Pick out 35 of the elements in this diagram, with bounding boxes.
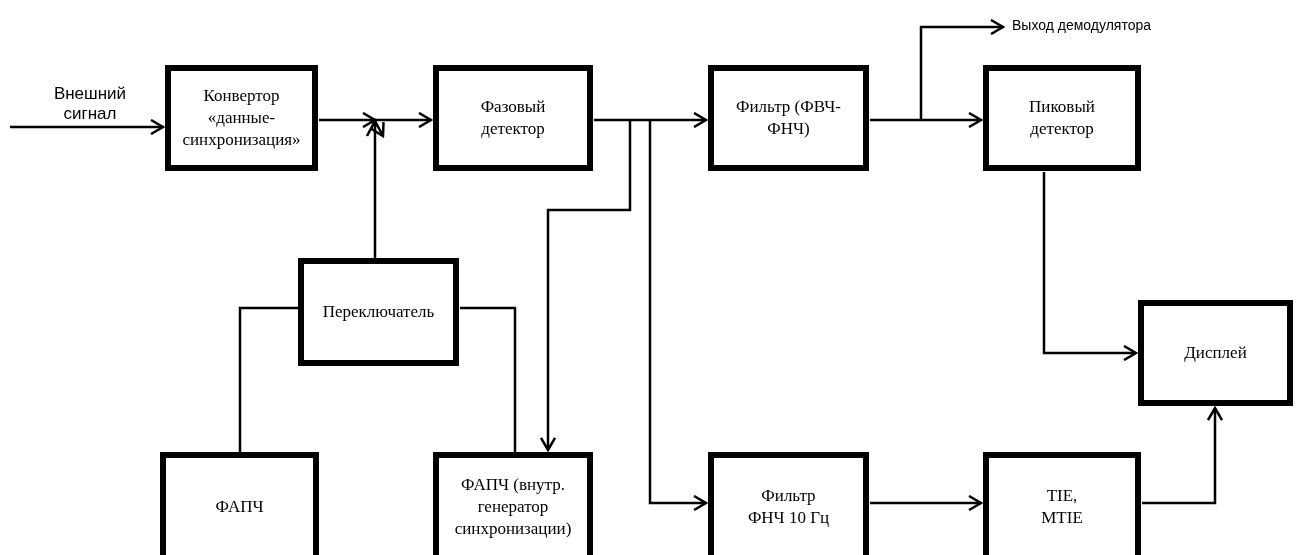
- arrow: [1142, 406, 1224, 505]
- arrow: [365, 118, 385, 260]
- block-label: Фильтр ФНЧ 10 Гц: [747, 484, 830, 529]
- block-label: Фильтр (ФВЧ-ФНЧ): [735, 95, 842, 140]
- block-label: Дисплей: [1184, 341, 1247, 364]
- block-label: ФАПЧ (внутр. генератор синхронизации): [453, 473, 573, 541]
- arrow: [919, 18, 1005, 120]
- block-label: TIE, MTIE: [1040, 484, 1084, 529]
- arrow: [539, 120, 632, 452]
- block-box: [983, 65, 1141, 171]
- block-label: Фазовый детектор: [479, 95, 547, 140]
- block-label: Конвертор «данные-синхронизация»: [181, 84, 302, 152]
- block-box: [708, 65, 869, 171]
- block-label: Переключатель: [322, 300, 435, 323]
- block-box: [433, 65, 593, 171]
- connector-line: [238, 306, 298, 452]
- block-label: Пиковый детектор: [1028, 95, 1096, 140]
- arrow: [594, 111, 708, 129]
- arrow: [870, 111, 983, 129]
- block-box: [165, 65, 318, 171]
- connector-line: [460, 306, 517, 452]
- block-box: [433, 452, 593, 555]
- arrow: [870, 494, 983, 512]
- output-label: Выход демодулятора: [1012, 17, 1152, 33]
- arrow: [648, 120, 708, 512]
- arrow: [10, 118, 165, 136]
- arrow: [1042, 172, 1138, 362]
- block-box: [298, 258, 459, 366]
- block-box: [983, 452, 1141, 555]
- block-box: [1138, 300, 1293, 406]
- arrow: [319, 111, 377, 129]
- block-box: [708, 452, 869, 555]
- block-box: [160, 452, 319, 555]
- arrow: [375, 111, 433, 129]
- block-label: ФАПЧ: [215, 495, 264, 518]
